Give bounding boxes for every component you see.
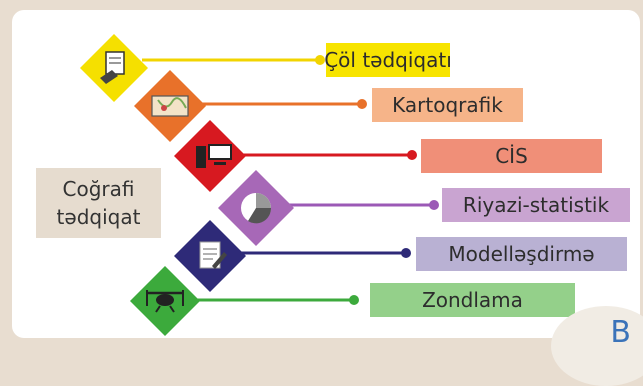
connector-dot-1 [315,55,325,65]
center-concept-box: Coğrafi tədqiqat [36,168,161,238]
method-label-6: Zondlama [370,283,575,317]
diagram-canvas [80,34,439,336]
connector-lines [142,55,439,305]
connector-dot-5 [401,248,411,258]
method-label-1: Çöl tədqiqatı [324,43,452,77]
field-survey-icon [80,34,148,102]
map-icon [134,70,206,142]
drone-icon [130,266,200,336]
computer-icon [174,120,246,192]
connector-dot-2 [357,99,367,109]
center-line-1: Coğrafi [62,177,135,201]
method-label-4: Riyazi-statistik [442,188,630,222]
document-pen-icon [174,220,246,292]
pie-chart-icon [218,170,294,246]
method-label-5: Modelləşdirmə [416,237,627,271]
center-line-2: tədqiqat [56,205,141,229]
connector-dot-6 [349,295,359,305]
method-label-2: Kartoqrafik [372,88,523,122]
connector-dot-3 [407,150,417,160]
method-label-3: CİS [421,139,602,173]
connector-dot-4 [429,200,439,210]
corner-letter: B [610,315,631,350]
